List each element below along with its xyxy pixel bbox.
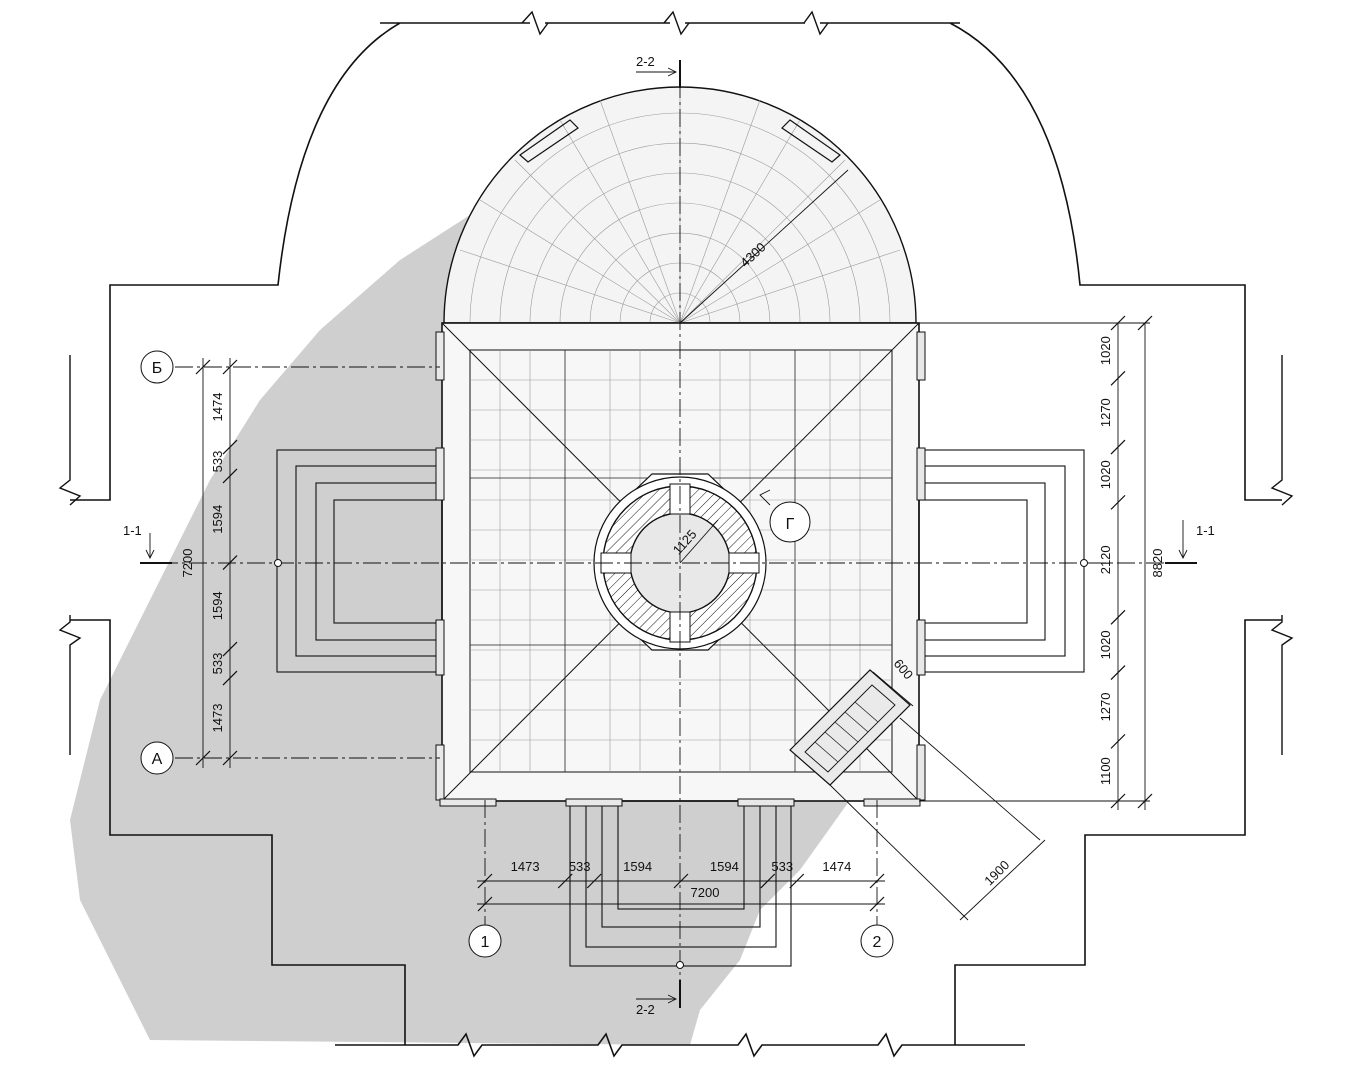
axis-bubble-col-2: 2	[860, 924, 894, 958]
wing-left	[276, 449, 443, 673]
section-marker-bottom: 2-2	[636, 980, 681, 1017]
dim-total-tick	[195, 359, 211, 375]
dim-bottom-label: 533	[771, 859, 793, 874]
dim-bottom-tick	[586, 873, 602, 889]
axis-bubble-row-a: А	[140, 741, 174, 775]
site-outline	[70, 22, 1282, 1045]
dim-ticks-bottom	[477, 873, 885, 912]
central-well	[593, 473, 767, 651]
axis-label-col-1: 1	[481, 934, 490, 951]
dim-left-tick	[222, 439, 238, 455]
dim-bottom-tick	[789, 873, 805, 889]
dim-bottom-total: 7200	[691, 885, 720, 900]
section-marker-right: 1-1	[1165, 520, 1215, 564]
dim-total-tick	[869, 896, 885, 912]
break-line-bottom	[335, 1032, 1025, 1058]
wing-right	[918, 449, 1085, 673]
dim-left-tick	[222, 359, 238, 375]
dim-bottom-tick	[557, 873, 573, 889]
dim-left-label: 1594	[210, 591, 225, 620]
dim-right-tick	[1110, 494, 1126, 510]
dim-stair-length: 1900	[981, 857, 1012, 888]
dim-ticks-right	[1110, 315, 1126, 809]
dim-bottom-label: 533	[569, 859, 591, 874]
dim-right-label: 1100	[1098, 757, 1113, 785]
dim-total-tick	[477, 896, 493, 912]
break-line-left	[58, 355, 82, 755]
dim-right-label: 2120	[1098, 545, 1113, 574]
dim-bottom-label: 1473	[511, 859, 540, 874]
axis-label-row-a: А	[152, 751, 163, 768]
axis-label-row-b: Б	[152, 360, 163, 377]
dim-right-label: 1270	[1098, 693, 1113, 722]
section-label-bottom: 2-2	[636, 1002, 655, 1017]
dim-left-tick	[222, 750, 238, 766]
apse-buttress-left	[519, 119, 579, 163]
dim-left-total: 7200	[180, 549, 195, 578]
section-marker-top: 2-2	[636, 54, 681, 88]
wing-bottom	[569, 800, 792, 967]
dim-bottom-tick	[869, 873, 885, 889]
dim-left-label: 533	[210, 451, 225, 473]
dim-left-label: 533	[210, 653, 225, 675]
dim-right-total: 8820	[1150, 549, 1165, 578]
dim-total-tick	[195, 750, 211, 766]
dim-right-tick	[1110, 439, 1126, 455]
dim-right-label: 1270	[1098, 398, 1113, 427]
dim-left-label: 1474	[210, 393, 225, 422]
node-label: Г	[786, 516, 795, 533]
break-line-top	[521, 10, 829, 36]
break-line-right	[1270, 355, 1294, 755]
section-label-right: 1-1	[1196, 523, 1215, 538]
dim-left-label: 1594	[210, 505, 225, 534]
dim-right-tick	[1110, 665, 1126, 680]
dim-labels-bottom: 1473 533 1594 1594 533 1474	[511, 859, 852, 874]
dim-right-label: 1020	[1098, 460, 1113, 489]
dim-labels-left: 1474 533 1594 1594 533 1473	[210, 393, 225, 733]
dim-left-tick	[222, 468, 238, 484]
dim-left-tick	[222, 641, 238, 657]
axis-label-col-2: 2	[873, 934, 882, 951]
dim-bottom-label: 1474	[822, 859, 851, 874]
apse-buttress-right	[781, 119, 841, 163]
dim-right-tick	[1110, 315, 1126, 331]
dim-left-tick	[222, 555, 238, 570]
dim-left-tick	[222, 670, 238, 686]
dim-bottom-label: 1594	[623, 859, 652, 874]
dim-right-label: 1020	[1098, 336, 1113, 365]
dim-right-tick	[1110, 370, 1126, 386]
dim-bottom-tick	[477, 873, 493, 889]
dim-bottom-tick	[673, 873, 689, 889]
dim-right-tick	[1110, 609, 1126, 625]
pilasters	[435, 331, 926, 807]
stair-block	[789, 669, 1046, 921]
dim-chain-right	[919, 322, 1150, 810]
dim-bottom-tick	[760, 873, 776, 889]
axis-bubble-col-1: 1	[468, 924, 502, 958]
axis-bubble-row-b: Б	[140, 350, 174, 384]
dim-labels-right: 1020 1270 1020 2120 1020 1270 1100	[1098, 336, 1113, 785]
node-bubble: Г	[759, 489, 811, 543]
section-label-left: 1-1	[123, 523, 142, 538]
dim-right-label: 1020	[1098, 630, 1113, 659]
dim-right-tick	[1110, 733, 1126, 749]
dim-bottom-label: 1594	[710, 859, 739, 874]
section-marker-left: 1-1	[123, 523, 172, 564]
dim-ticks-left	[195, 315, 1153, 809]
dim-right-tick	[1110, 793, 1126, 809]
dim-left-label: 1473	[210, 704, 225, 733]
section-label-top: 2-2	[636, 54, 655, 69]
